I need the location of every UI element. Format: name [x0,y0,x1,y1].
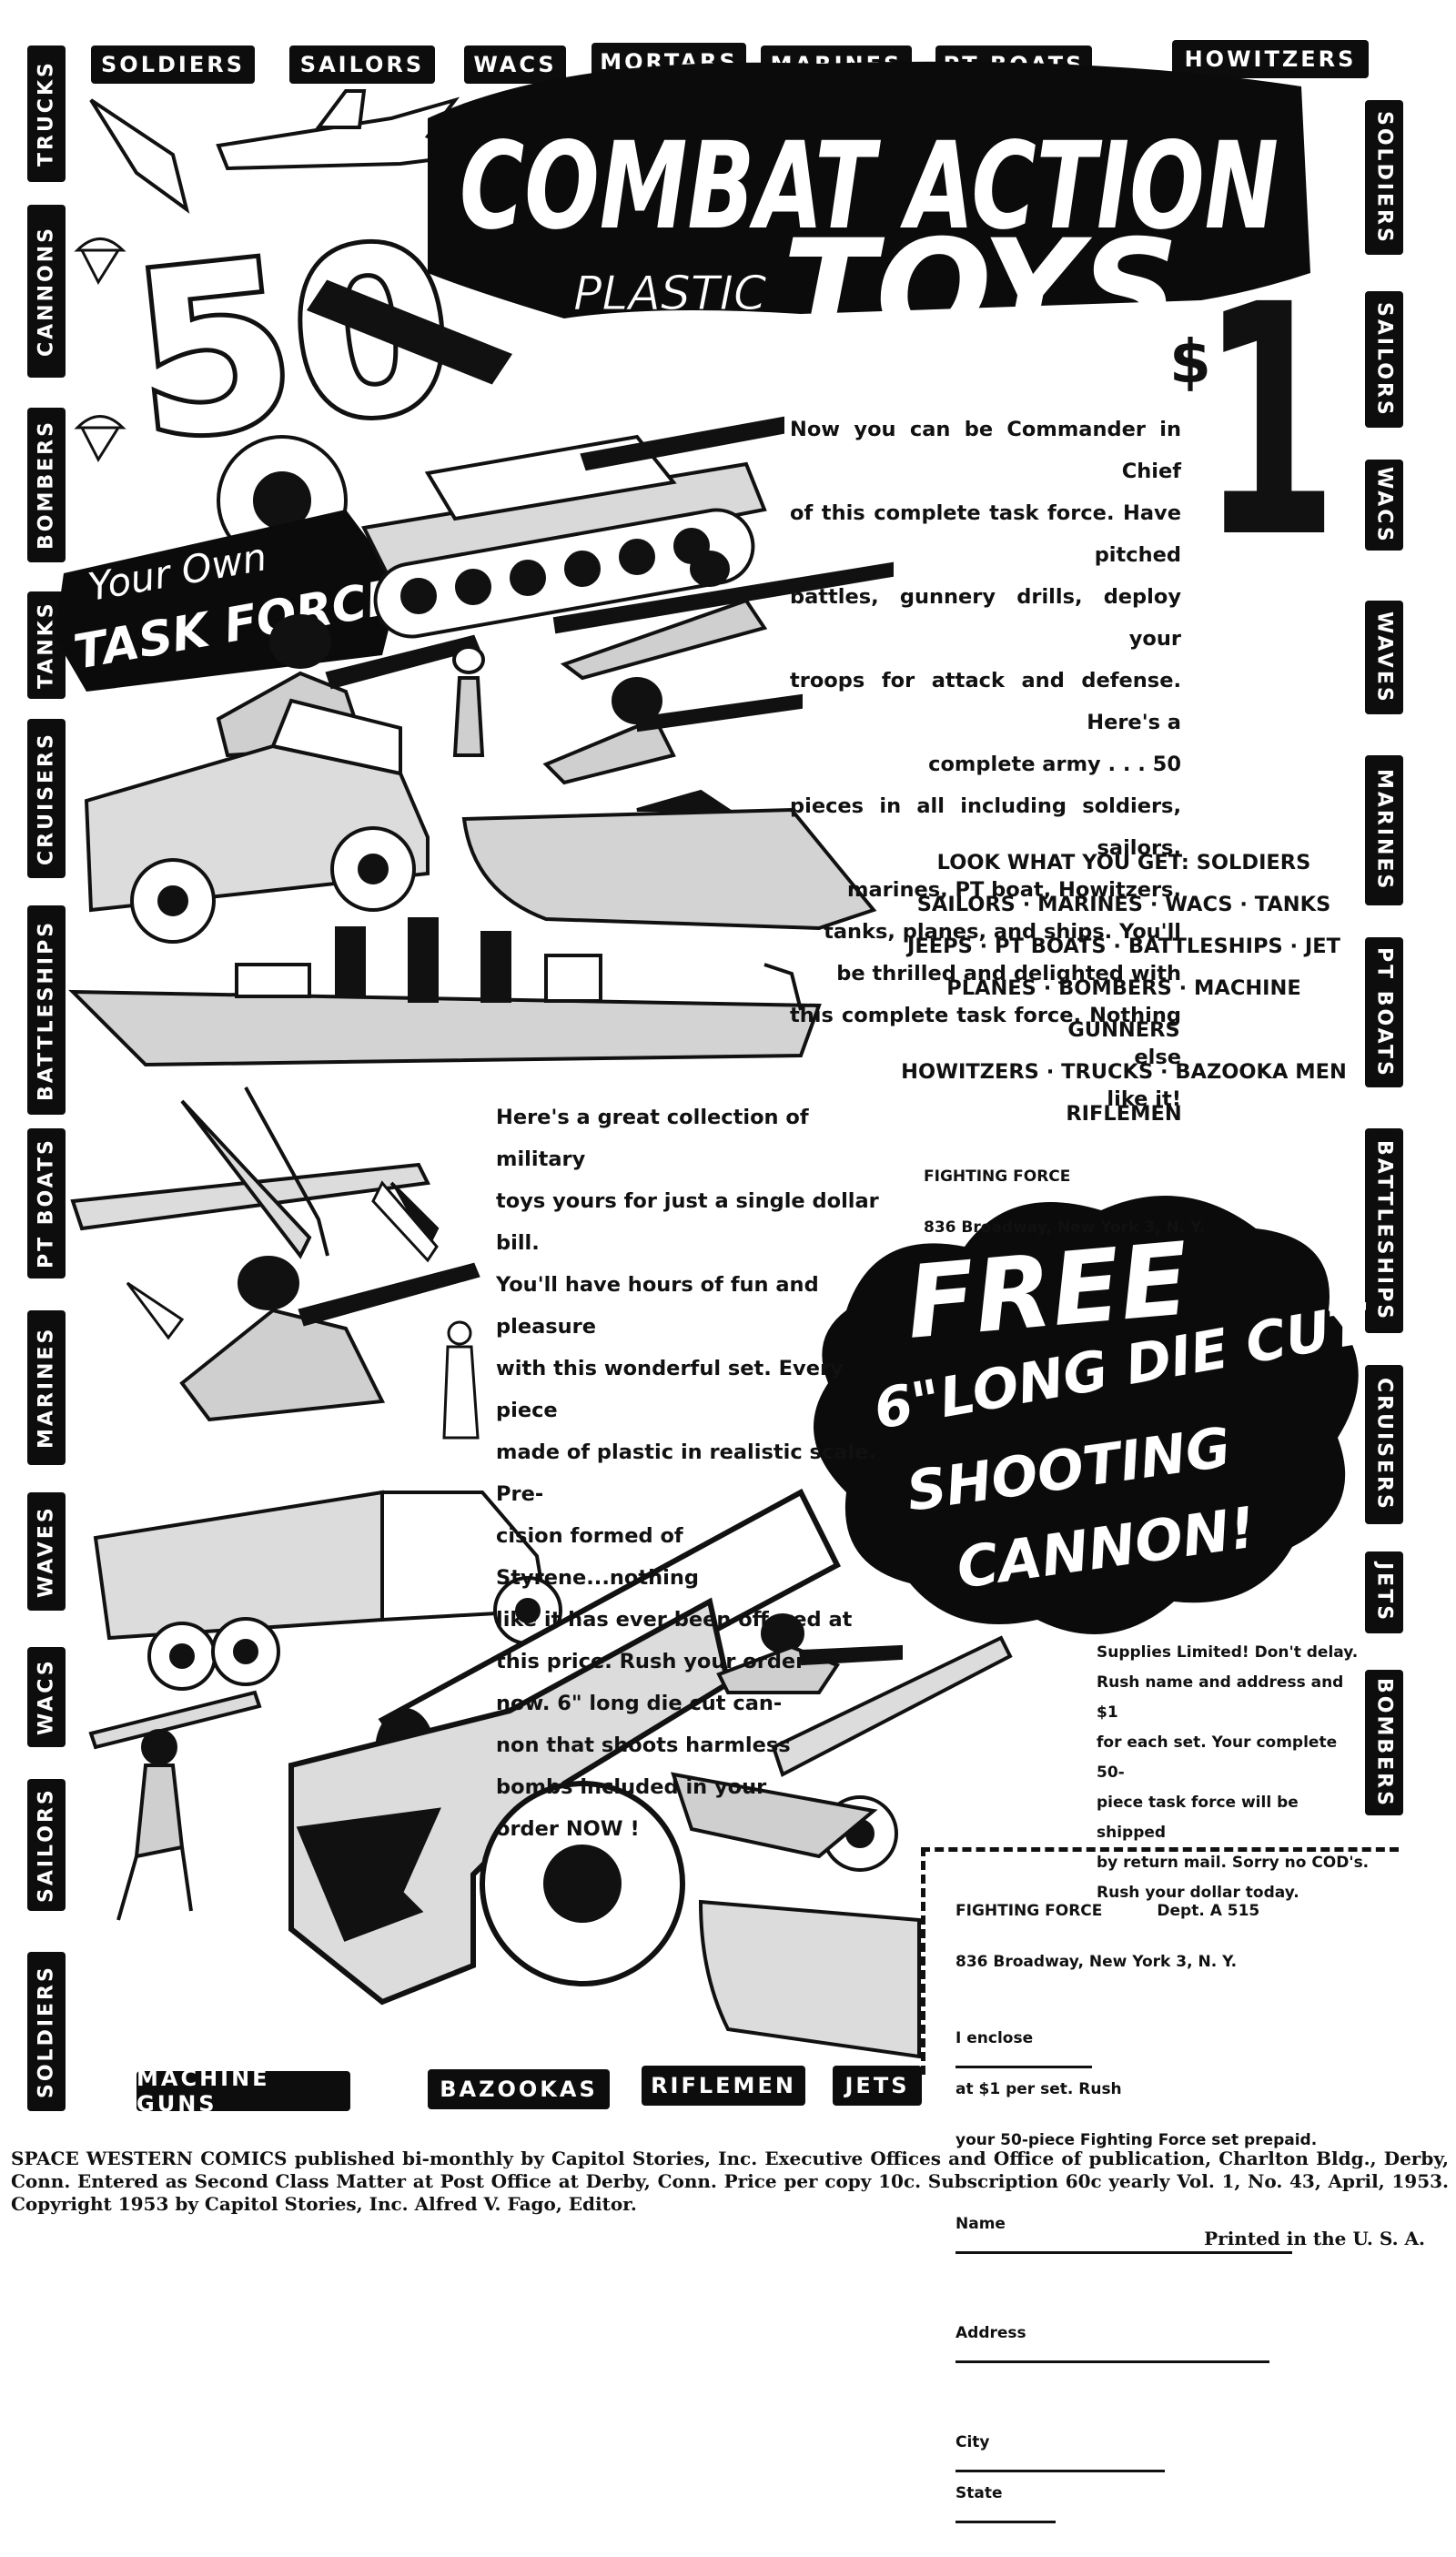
coupon-company: FIGHTING FORCE [956,1902,1103,1920]
soldier-prone-icon [179,1256,480,1422]
border-tag-right-10: BOMBERS [1365,1670,1403,1815]
price-currency: $ [1169,327,1211,397]
jet-small-icon [126,1180,439,1340]
coupon-name-row: Name [956,2186,1365,2262]
coupon-city-row: City State [956,2404,1365,2532]
howitzer-icon [671,1635,1013,1872]
border-tag-right-8: CRUISERS [1365,1365,1403,1524]
headline-line2: TOYS [783,211,1179,369]
border-tag-bottom-3: RIFLEMEN [642,2066,805,2106]
border-tag-top-1: SOLDIERS [91,45,255,84]
coupon-address-label: Address [956,2324,1026,2342]
border-tag-bottom-4: JETS [833,2066,922,2106]
border-tag-right-9: JETS [1365,1551,1403,1633]
shooting-cannon-icon [288,1488,841,2006]
headline-line1: COMBAT ACTION [460,116,1279,257]
jet-plane-icon [89,89,474,214]
headline-plastic: PLASTIC [573,267,767,321]
truck-icon [93,1490,562,1691]
pt-boat-icon [461,789,877,931]
free-line1: FREE [902,1220,1193,1361]
coupon-name-field[interactable] [956,2251,1292,2254]
address-top-street: 836 Broadway, New York 3, N. Y. [924,1218,1206,1237]
battleship-icon [68,917,822,1067]
coupon-address-field[interactable] [956,2360,1269,2363]
landing-craft-icon [698,1899,921,2059]
coupon-enclose-row: I enclose at $1 per set. Rush [956,2000,1365,2102]
coupon-enclose-line2: your 50-piece Fighting Force set prepaid… [956,2131,1318,2149]
border-tag-top-2: SAILORS [289,45,435,84]
coupon-state-label: State [956,2484,1003,2502]
bazooka-man-icon [88,1690,262,1921]
headline-banner: COMBAT ACTION PLASTIC TOYS [428,61,1310,369]
wac-figure-icon [442,1320,480,1440]
coupon-enclose-field[interactable] [956,2066,1092,2068]
coupon-state-field[interactable] [956,2521,1056,2523]
illustration-layer: 50 COMBAT ACTION PLASTIC TOYS $ 1 Your O… [55,61,1375,2059]
coupon-street: 836 Broadway, New York 3, N. Y. [956,1953,1238,1971]
coupon-header: FIGHTING FORCE Dept. A 515 [956,1898,1365,1924]
border-tag-right-1: SOLDIERS [1365,100,1403,255]
machine-gunner-icon [716,1613,903,1694]
tank-icon [361,416,784,639]
border-tag-top-3: WACS [464,45,566,84]
border-tag-right-2: SAILORS [1365,291,1403,428]
address-top-name: FIGHTING FORCE [924,1167,1071,1186]
border-tag-top-7: HOWITZERS [1172,40,1369,78]
coupon-enclose-label: I enclose [956,2029,1034,2047]
supplies-text: Supplies Limited! Don't delay. Rush name… [1097,1643,1370,1902]
free-cloud: FREE 6"LONG DIE CUT SHOOTING CANNON! [814,1196,1375,1634]
printed-in-usa: Printed in the U. S. A. [1204,2228,1425,2249]
border-tag-right-7: BATTLESHIPS [1365,1128,1403,1333]
collection-text: Here's a great collection of military to… [496,1106,879,1841]
intro-text: Now you can be Commander in Chief of thi… [790,418,1181,1111]
look-what-you-get-list: LOOK WHAT YOU GET: SOLDIERS SAILORS · MA… [901,851,1347,1126]
border-tag-bottom-2: BAZOOKAS [428,2069,610,2109]
price-value: 1 [1201,237,1338,608]
order-coupon [921,1847,1399,2075]
border-tag-right-4: WAVES [1365,601,1403,714]
bomber-plane-icon [70,1086,440,1259]
border-tag-right-5: MARINES [1365,755,1403,905]
soldier-rifleman-icon [216,551,894,785]
border-tag-right-3: WACS [1365,460,1403,551]
coupon-address-row: Address [956,2295,1365,2371]
coupon-name-label: Name [956,2215,1006,2233]
address-top: FIGHTING FORCE 836 Broadway, New York 3,… [924,1133,1306,1271]
border-tag-right-6: PT BOATS [1365,937,1403,1087]
coupon-enclose-rest: at $1 per set. Rush [956,2080,1122,2098]
coupon-city-label: City [956,2433,990,2451]
task-force-badge: Your Own TASK FORCE [55,510,403,692]
coupon-dept: Dept. A 515 [1157,1902,1260,1920]
coupon-city-field[interactable] [956,2470,1165,2472]
parachute-icon [74,238,126,463]
publisher-footer: SPACE WESTERN COMICS published bi-monthl… [11,2148,1449,2215]
jeep-icon [84,698,430,944]
